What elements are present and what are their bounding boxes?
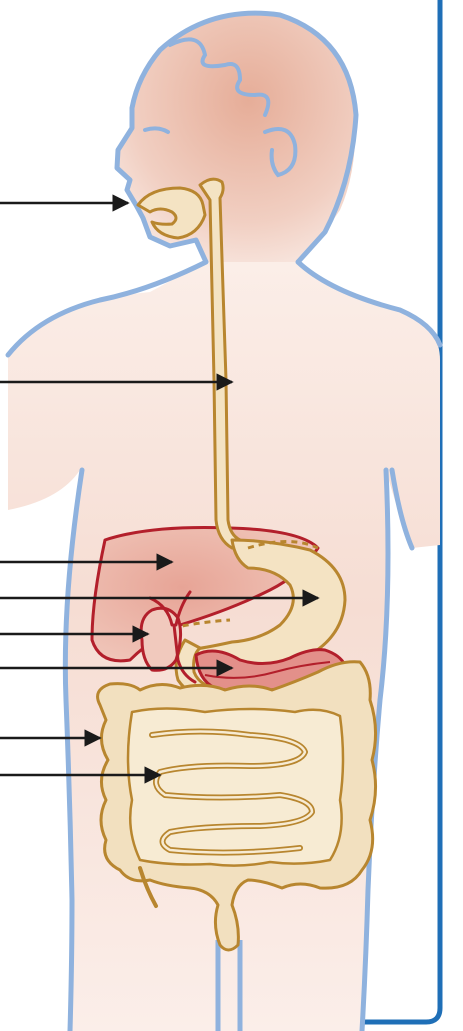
digestive-system-diagram [0,0,463,1031]
diagram-canvas [0,0,463,1031]
